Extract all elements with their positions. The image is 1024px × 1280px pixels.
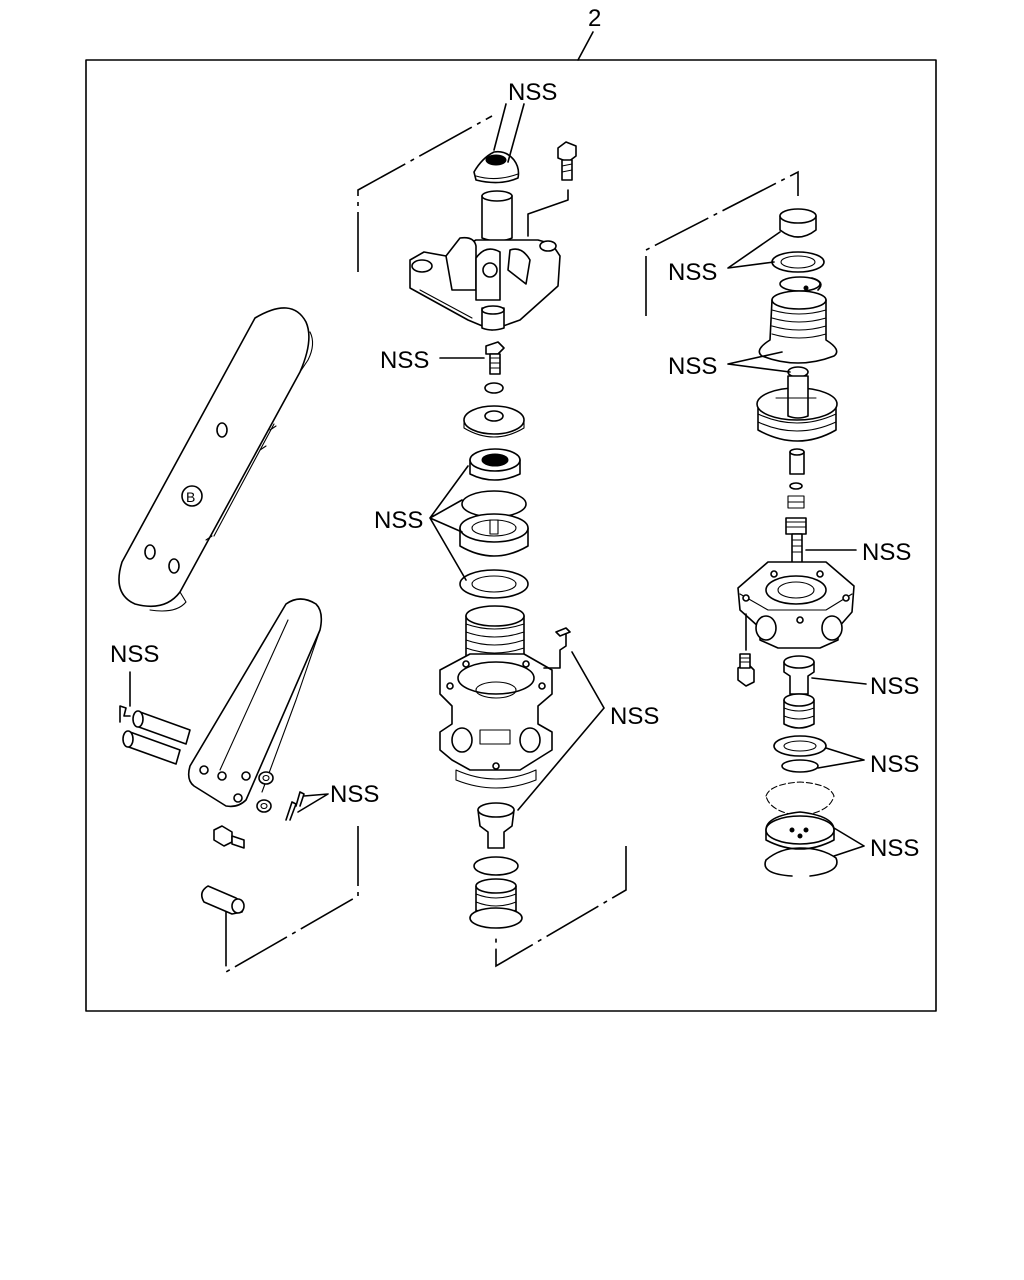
label-nss-top: NSS	[508, 79, 557, 106]
label-nss-right-plunger: NSS	[862, 539, 911, 566]
top-boot	[473, 150, 520, 184]
small-bolt	[439, 341, 505, 375]
plunger	[481, 190, 513, 242]
diagram-frame	[85, 59, 937, 1012]
label-nss-right-rings: NSS	[870, 751, 919, 778]
label-nss-right-upper-1: NSS	[668, 259, 717, 286]
label-nss-cotter: NSS	[330, 781, 379, 808]
label-nss-right-bottom: NSS	[870, 835, 919, 862]
left-group-bracket	[225, 826, 359, 974]
leader-lines	[297, 103, 867, 857]
pedal-arm	[187, 598, 323, 808]
right-stem-parts	[785, 448, 807, 567]
right-housing-screw	[737, 653, 755, 687]
label-nss-right-seal: NSS	[870, 673, 919, 700]
small-ring	[484, 382, 504, 394]
pedal-pad-mark: B	[186, 489, 195, 505]
upper-piston	[469, 448, 521, 481]
label-nss-bolt: NSS	[380, 347, 429, 374]
right-bellows	[758, 290, 838, 364]
cover-screw	[527, 141, 577, 237]
item-number-label: 2	[588, 5, 601, 32]
pedal-pad: B	[118, 307, 314, 612]
pedal-washers	[256, 771, 305, 821]
label-nss-left-pins: NSS	[110, 641, 159, 668]
right-piston	[756, 366, 838, 442]
middle-bottom-bracket	[495, 846, 627, 968]
seal-set	[459, 490, 529, 599]
lower-parts	[469, 802, 523, 929]
middle-top-bracket	[357, 115, 493, 272]
right-upper-parts	[771, 208, 825, 292]
item-number-leader	[577, 31, 594, 61]
pedal-pins	[119, 671, 191, 765]
valve-cover	[409, 236, 561, 331]
right-top-bracket	[645, 170, 799, 316]
label-nss-right-upper-2: NSS	[668, 353, 717, 380]
valve-body	[439, 627, 571, 789]
upper-disc	[463, 405, 525, 438]
label-nss-valve-body: NSS	[610, 703, 659, 730]
label-nss-mid-kit: NSS	[374, 507, 423, 534]
pedal-stop-hardware	[200, 825, 245, 915]
right-lower-parts	[764, 655, 838, 877]
right-housing	[737, 561, 855, 651]
